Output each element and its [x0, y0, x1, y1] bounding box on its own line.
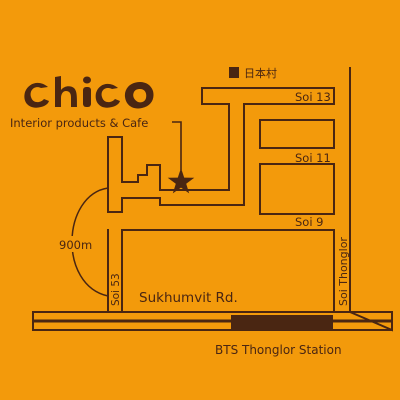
star-icon	[167, 168, 195, 194]
station-label: BTS Thonglor Station	[215, 343, 342, 357]
street-label-soi-53: Soi 53	[110, 273, 122, 306]
bts-station-block	[231, 315, 333, 329]
landmark-square-icon	[229, 67, 239, 78]
street-label-soi-13: Soi 13	[295, 90, 331, 104]
landmark-japanese-village: 日本村	[244, 66, 277, 80]
street-label-soi-11: Soi 11	[295, 151, 331, 165]
marker-pointer-line	[172, 121, 182, 170]
chico-logo	[24, 76, 154, 109]
street-label-soi-thonglor: Soi Thonglor	[337, 237, 350, 306]
distance-label-bg	[55, 236, 97, 252]
logo-tagline: Interior products & Cafe	[10, 116, 148, 130]
distance-label: 900m	[59, 238, 92, 252]
street-label-sukhumvit: Sukhumvit Rd.	[139, 290, 238, 306]
street-label-soi-9: Soi 9	[295, 215, 324, 229]
